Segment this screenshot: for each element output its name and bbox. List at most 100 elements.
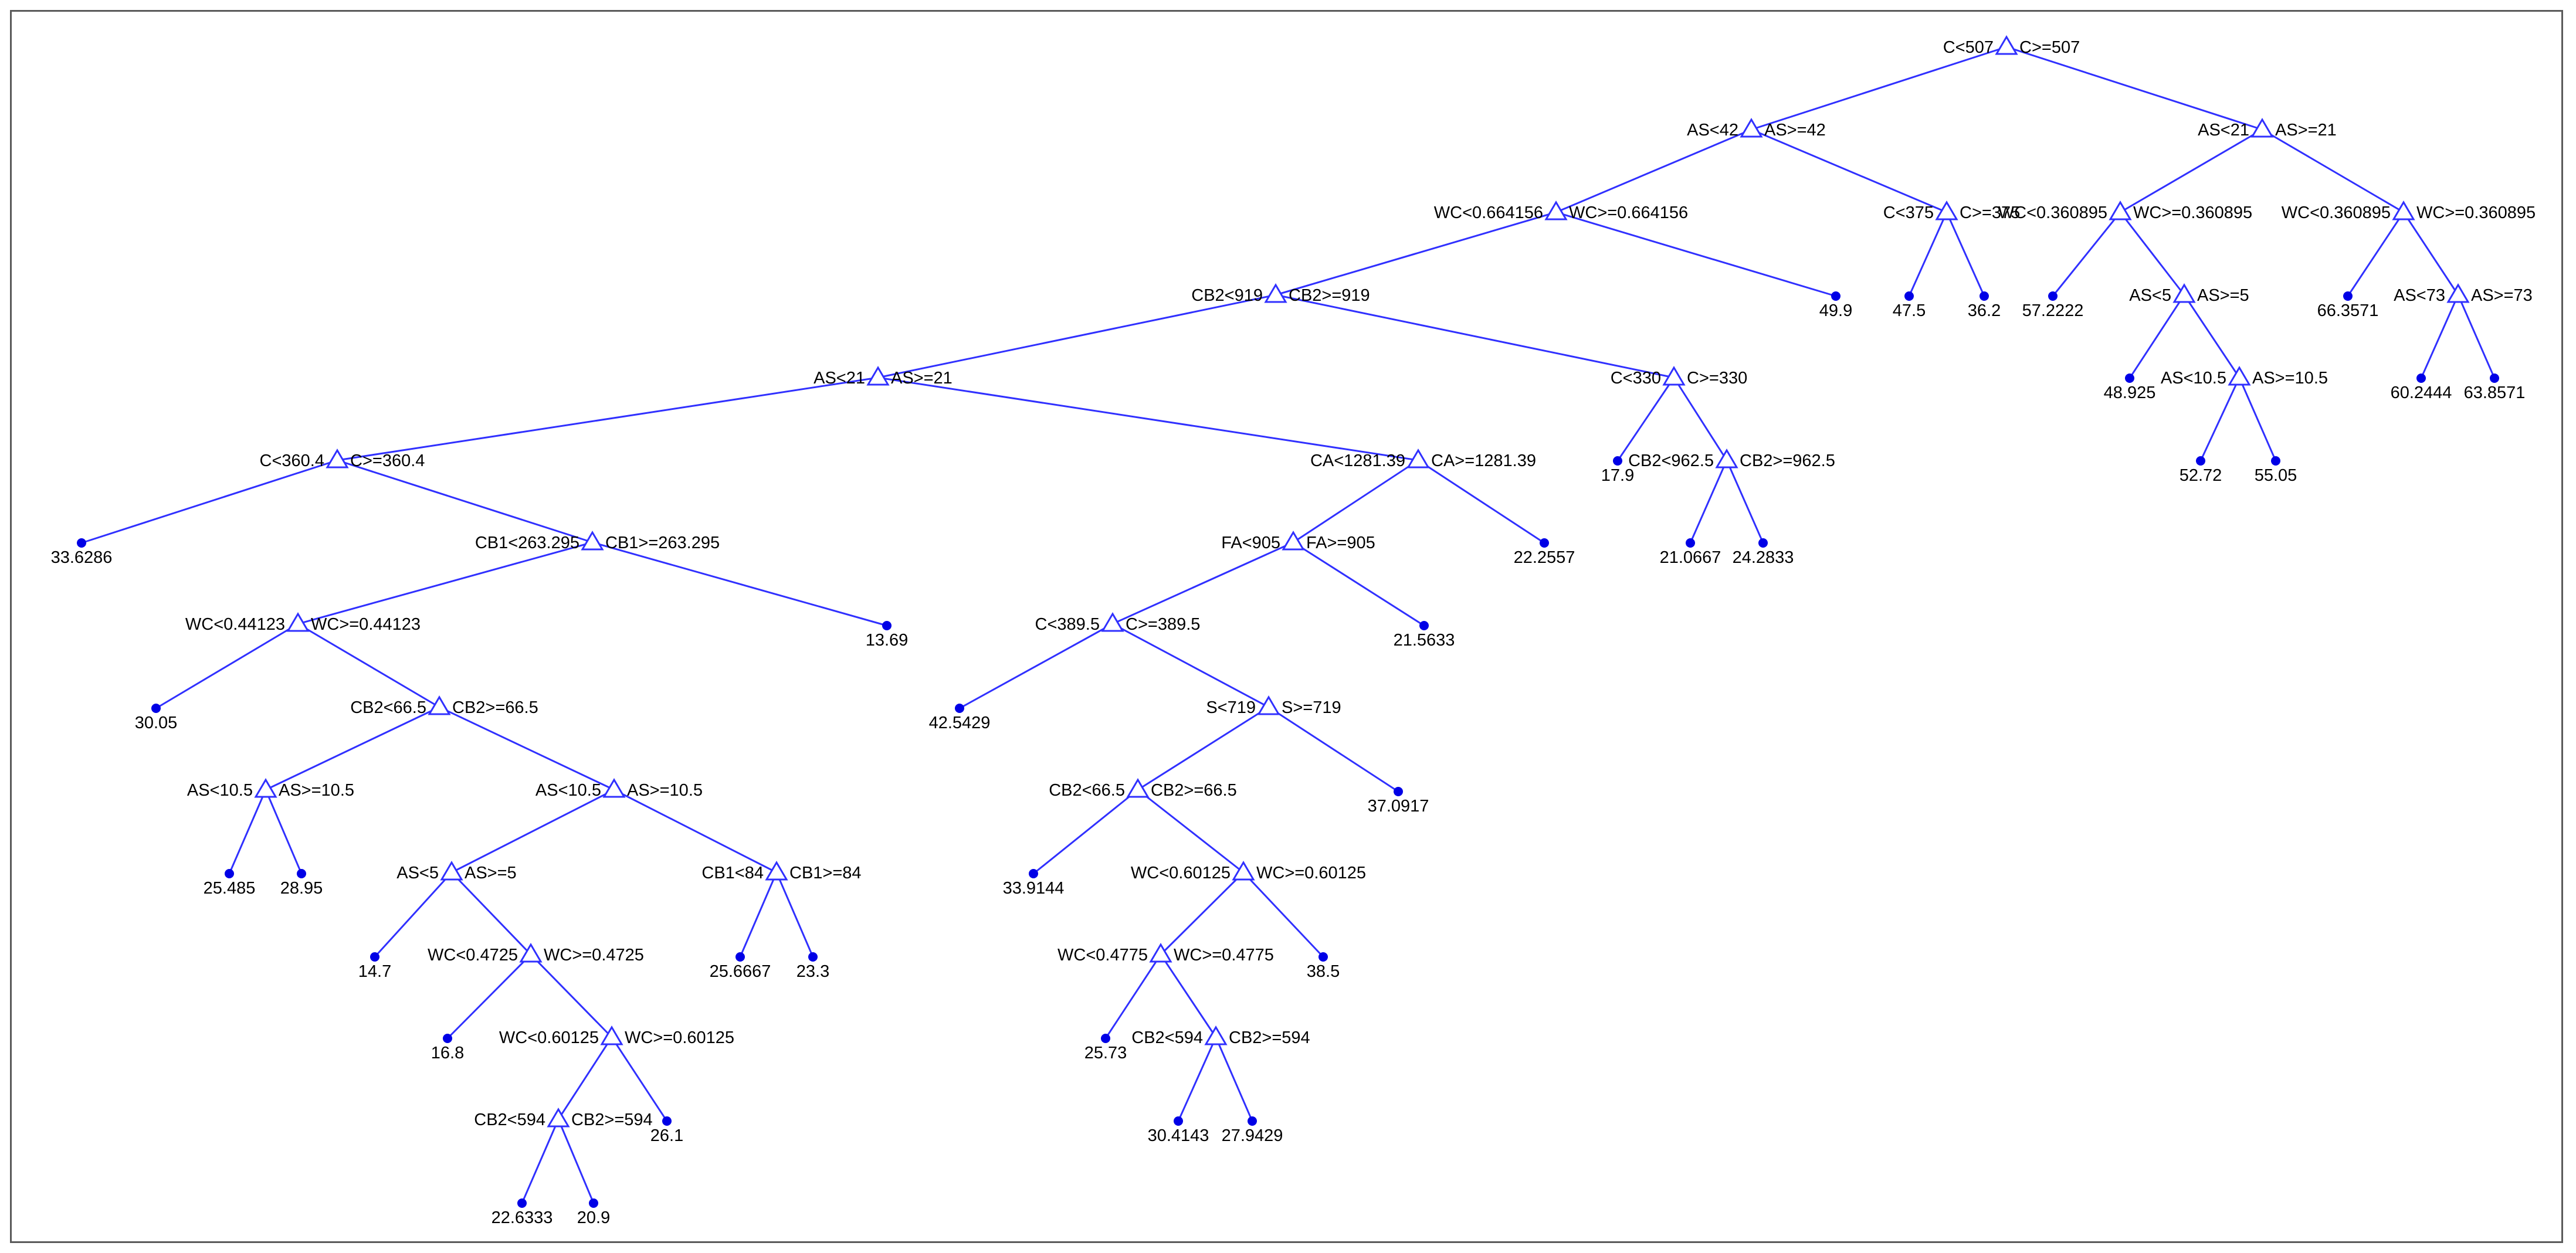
split-condition-right: C>=375 <box>1960 203 2020 222</box>
split-node-triangle <box>866 366 890 386</box>
leaf-value-label: 60.2444 <box>2391 383 2452 402</box>
split-node-triangle <box>1257 695 1280 715</box>
leaf-value-label: 33.6286 <box>51 548 113 567</box>
tree-edge <box>1215 1037 1253 1122</box>
tree-edge <box>2238 377 2277 461</box>
split-condition-left: WC<0.4725 <box>428 946 518 965</box>
leaf-node-dot <box>2048 291 2058 301</box>
split-condition-right: WC>=0.60125 <box>1256 864 1366 882</box>
tree-edge <box>1751 128 1947 213</box>
tree-edge <box>1112 541 1294 625</box>
leaf-node-dot <box>151 704 161 713</box>
split-condition-right: C>=389.5 <box>1126 615 1200 634</box>
leaf-node-dot <box>297 869 306 878</box>
tree-nodes <box>77 35 2499 1208</box>
split-node-triangle <box>1995 35 2018 55</box>
split-condition-left: C<360.4 <box>260 451 324 470</box>
tree-edge <box>155 623 299 709</box>
split-node-triangle <box>428 695 451 715</box>
tree-edge <box>297 541 593 625</box>
tree-edge <box>1275 211 1557 296</box>
leaf-node-dot <box>2196 456 2205 466</box>
leaf-value-label: 20.9 <box>577 1208 610 1227</box>
split-condition-left: S<719 <box>1206 698 1256 717</box>
tree-edge <box>2262 128 2404 213</box>
split-condition-right: AS>=10.5 <box>279 781 354 800</box>
split-condition-left: CB2<594 <box>474 1111 545 1129</box>
leaf-value-label: 48.925 <box>2104 383 2156 402</box>
leaf-value-label: 66.3571 <box>2317 301 2379 320</box>
split-condition-left: CB2<66.5 <box>1049 781 1125 800</box>
split-condition-right: CB2>=594 <box>571 1111 653 1129</box>
split-condition-left: AS<5 <box>396 864 439 882</box>
leaf-node-dot <box>1174 1116 1183 1126</box>
leaf-value-label: 27.9429 <box>1222 1126 1283 1145</box>
split-condition-right: WC>=0.360895 <box>2416 203 2536 222</box>
leaf-node-dot <box>1758 538 1768 548</box>
split-node-triangle <box>1544 201 1568 220</box>
leaf-value-label: 26.1 <box>650 1126 683 1145</box>
tree-edge <box>1242 871 1324 958</box>
tree-edge <box>877 376 1419 461</box>
tree-edge <box>1555 128 1752 213</box>
tree-edge <box>1726 460 1764 544</box>
split-condition-right: WC>=0.4725 <box>544 946 644 965</box>
leaf-value-label: 63.8571 <box>2464 383 2526 402</box>
split-node-triangle <box>600 1026 623 1045</box>
leaf-node-dot <box>1101 1034 1110 1043</box>
leaf-value-label: 13.69 <box>866 631 909 650</box>
tree-edge <box>1293 541 1425 627</box>
tree-edge <box>614 789 777 874</box>
tree-edge <box>592 541 887 627</box>
leaf-value-label: 25.73 <box>1084 1044 1127 1062</box>
split-condition-right: AS>=73 <box>2471 286 2533 305</box>
leaf-node-dot <box>2416 373 2426 383</box>
tree-edge <box>1908 212 1948 297</box>
split-condition-left: C<375 <box>1883 203 1934 222</box>
leaf-value-label: 47.5 <box>1893 301 1926 320</box>
tree-edge <box>1160 954 1217 1038</box>
split-condition-left: CB2<594 <box>1131 1028 1203 1047</box>
tree-edge <box>451 789 615 874</box>
split-condition-left: WC<0.44123 <box>185 615 285 634</box>
leaf-node-dot <box>735 952 745 962</box>
leaf-value-label: 25.6667 <box>710 962 771 981</box>
tree-edge <box>521 1119 560 1204</box>
split-condition-right: WC>=0.664156 <box>1569 203 1688 222</box>
tree-edge <box>557 1037 613 1120</box>
leaf-node-dot <box>2271 456 2280 466</box>
split-condition-right: S>=719 <box>1282 698 1341 717</box>
leaf-node-dot <box>2343 291 2353 301</box>
tree-edge <box>557 1119 595 1204</box>
split-condition-right: AS>=21 <box>891 369 953 388</box>
tree-edge <box>1268 706 1399 793</box>
split-node-triangle <box>519 943 543 963</box>
leaf-value-label: 30.05 <box>135 714 178 732</box>
split-condition-left: C<330 <box>1611 369 1661 388</box>
tree-edge <box>611 1037 668 1122</box>
split-node-triangle <box>1232 861 1255 881</box>
tree-edge <box>439 706 615 791</box>
tree-edge <box>1177 1037 1217 1122</box>
tree-edge <box>1033 789 1138 875</box>
leaf-value-label: 21.0667 <box>1660 548 1721 567</box>
tree-edge <box>1751 46 2007 131</box>
leaf-value-label: 38.5 <box>1307 962 1340 981</box>
leaf-value-label: 52.72 <box>2180 466 2222 485</box>
split-condition-right: C>=360.4 <box>350 451 425 470</box>
split-node-triangle <box>547 1108 570 1128</box>
leaf-node-dot <box>225 869 234 878</box>
leaf-node-dot <box>2490 373 2499 383</box>
split-condition-left: CB1<263.295 <box>475 534 579 552</box>
leaf-value-label: 23.3 <box>796 962 829 981</box>
split-condition-left: WC<0.360895 <box>2282 203 2391 222</box>
split-node-triangle <box>326 449 349 468</box>
split-condition-left: CA<1281.39 <box>1310 451 1405 470</box>
tree-edge <box>2052 212 2121 297</box>
leaf-node-dot <box>882 621 892 630</box>
split-condition-right: AS>=5 <box>2197 286 2249 305</box>
split-condition-left: FA<905 <box>1221 534 1280 552</box>
tree-edge <box>446 953 532 1040</box>
split-condition-left: AS<73 <box>2394 286 2445 305</box>
